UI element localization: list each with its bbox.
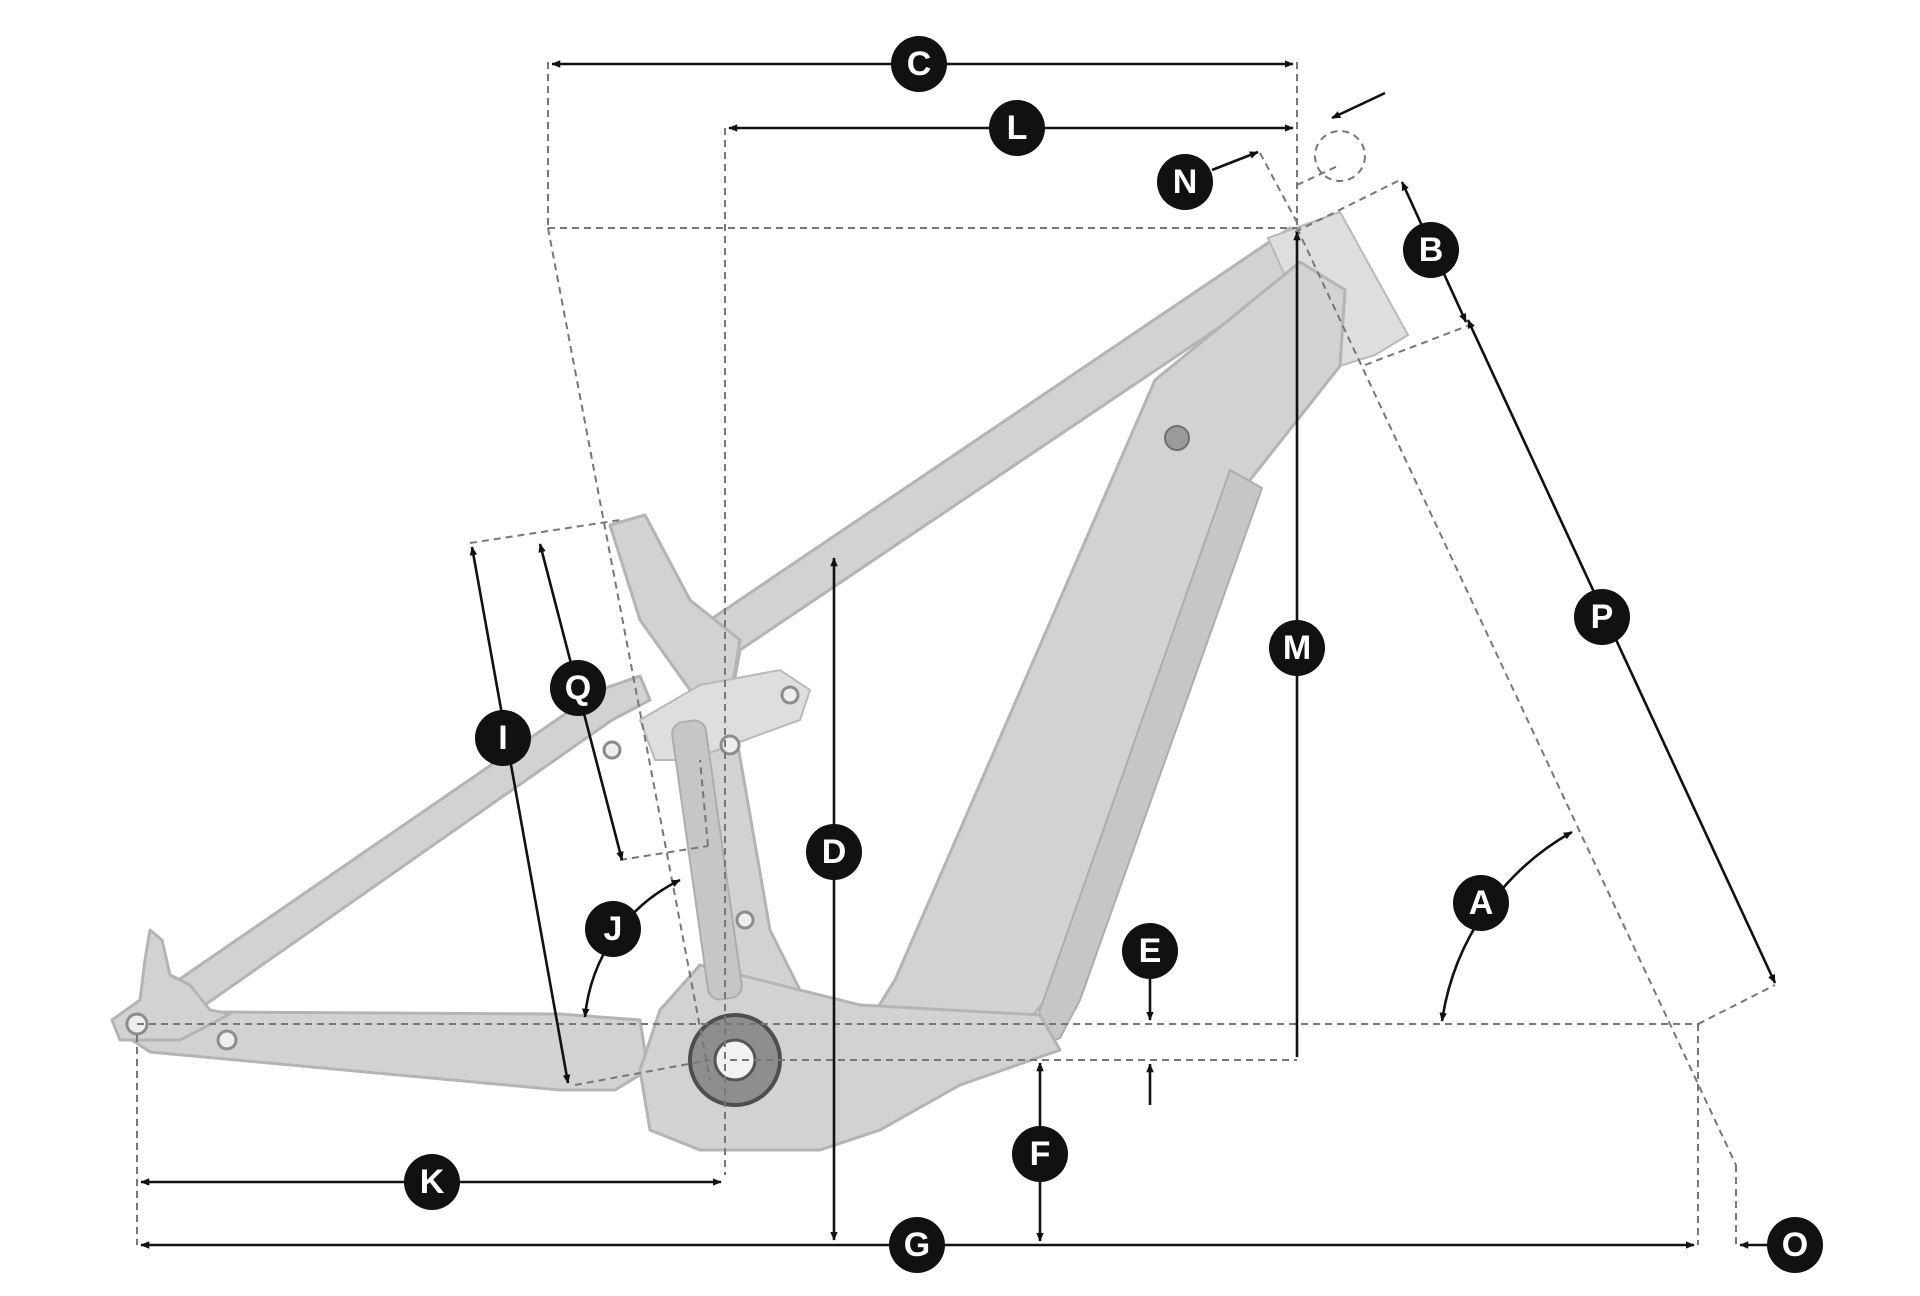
dim-n-arrow bbox=[1211, 150, 1259, 172]
marker-n-label: N bbox=[1173, 163, 1198, 201]
marker-j: J bbox=[585, 901, 641, 957]
rear-shock bbox=[671, 719, 743, 1001]
dim-i-line bbox=[469, 546, 571, 1084]
marker-g: G bbox=[889, 1217, 945, 1273]
dim-p-line bbox=[1466, 319, 1777, 984]
marker-o-label: O bbox=[1782, 1226, 1808, 1264]
rocker-pivot-bolt bbox=[719, 734, 741, 756]
bike-frame bbox=[110, 210, 1410, 1152]
guide-lines bbox=[136, 62, 1776, 1245]
marker-c: C bbox=[891, 36, 947, 92]
seat-stay bbox=[130, 674, 652, 1044]
marker-n: N bbox=[1157, 154, 1213, 210]
marker-a: A bbox=[1453, 875, 1509, 931]
marker-o: O bbox=[1767, 1217, 1823, 1273]
marker-l: L bbox=[989, 100, 1045, 156]
marker-q: Q bbox=[550, 660, 606, 716]
marker-b-label: B bbox=[1419, 231, 1444, 269]
chainstay-pivot-bolt bbox=[216, 1029, 238, 1051]
rocker-upper-bolt bbox=[780, 685, 800, 705]
marker-q-label: Q bbox=[565, 669, 591, 707]
marker-c-label: C bbox=[907, 45, 932, 83]
marker-e-label: E bbox=[1139, 932, 1162, 970]
marker-i: I bbox=[475, 710, 531, 766]
battery-cover bbox=[1028, 468, 1264, 1052]
marker-p: P bbox=[1574, 589, 1630, 645]
marker-a-label: A bbox=[1469, 884, 1494, 922]
marker-j-label: J bbox=[604, 910, 623, 948]
marker-e: E bbox=[1122, 923, 1178, 979]
marker-d: D bbox=[806, 824, 862, 880]
marker-f: F bbox=[1012, 1126, 1068, 1182]
marker-g-label: G bbox=[904, 1226, 930, 1264]
marker-b: B bbox=[1403, 222, 1459, 278]
marker-l-label: L bbox=[1007, 109, 1028, 147]
dim-n-arrow-right bbox=[1331, 91, 1386, 120]
rear-dropout bbox=[110, 928, 232, 1042]
marker-d-label: D bbox=[822, 833, 847, 871]
marker-p-label: P bbox=[1591, 598, 1614, 636]
bottle-mount-hole bbox=[1164, 425, 1190, 451]
marker-i-label: I bbox=[498, 719, 507, 757]
main-pivot-bolt bbox=[735, 910, 755, 930]
marker-f-label: F bbox=[1030, 1135, 1051, 1173]
marker-m: M bbox=[1269, 620, 1325, 676]
marker-k-label: K bbox=[420, 1163, 445, 1201]
marker-m-label: M bbox=[1283, 629, 1311, 667]
marker-k: K bbox=[404, 1154, 460, 1210]
seatstay-pivot-bolt bbox=[602, 740, 622, 760]
dim-a-arc bbox=[1439, 830, 1573, 1022]
